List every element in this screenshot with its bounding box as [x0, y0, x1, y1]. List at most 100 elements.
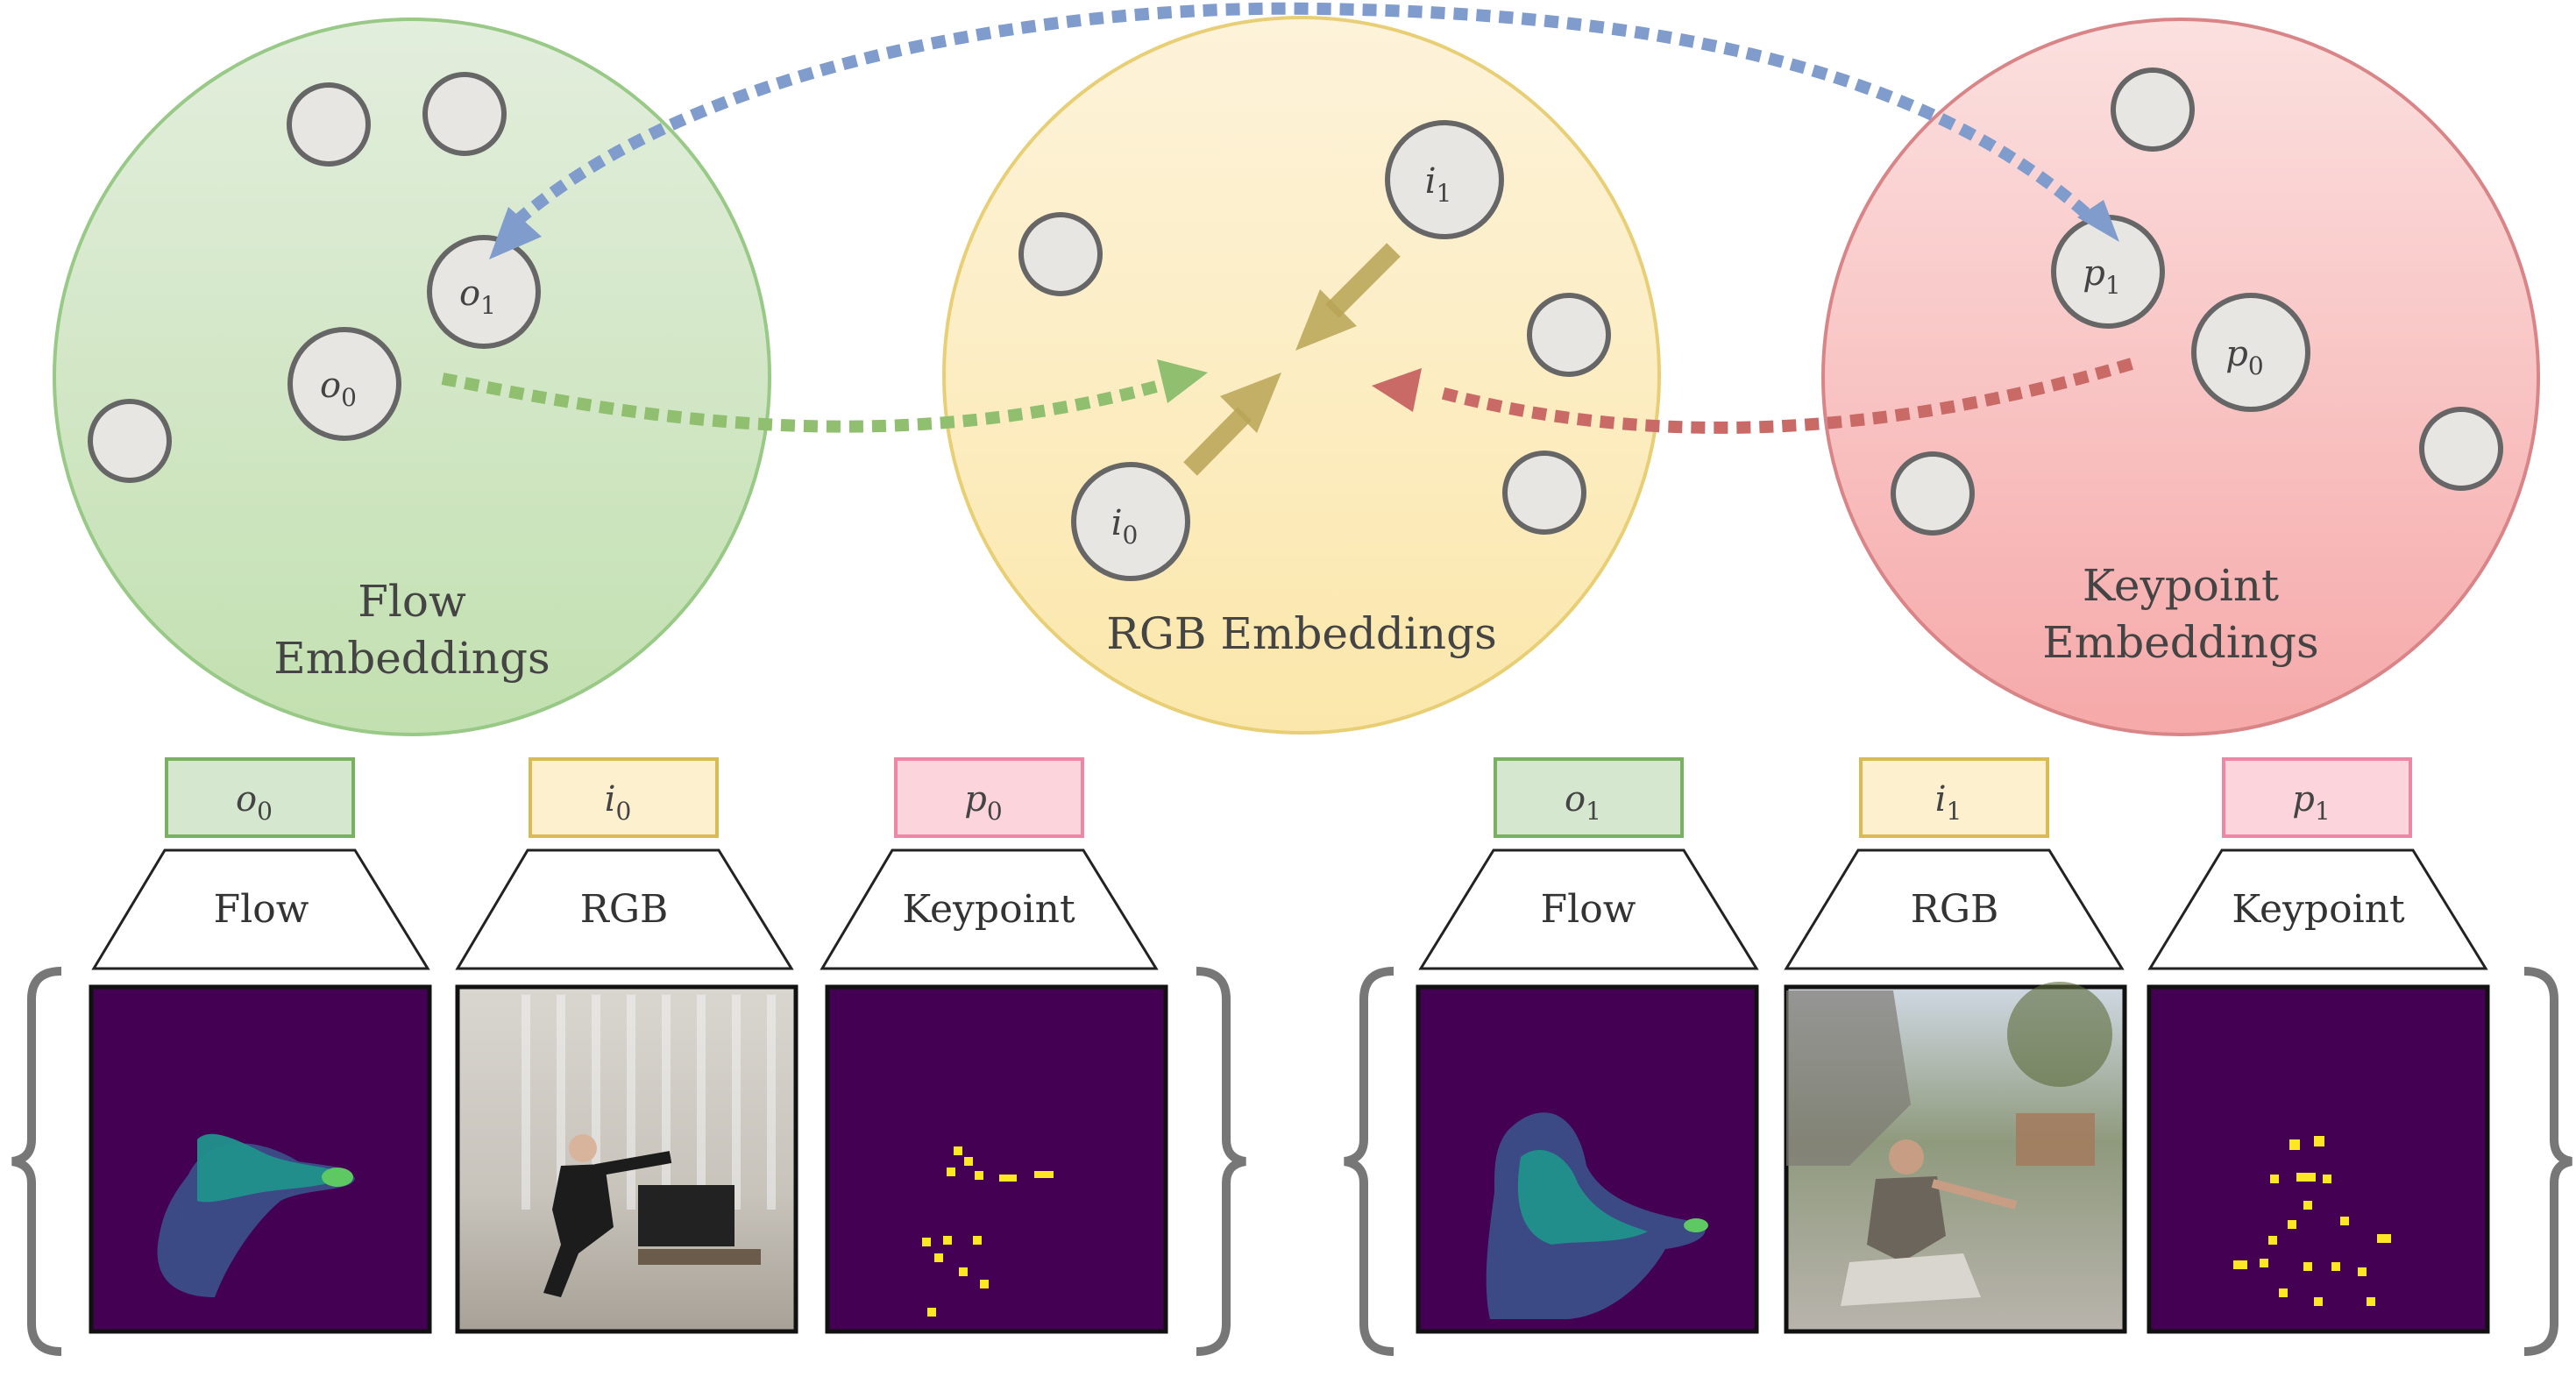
- box-o1-base: o: [1565, 779, 1586, 820]
- o1-arrowhead: [489, 207, 542, 259]
- o1-p1-link-arrow: [489, 2, 2119, 259]
- node-p0-sub: 0: [2248, 351, 2264, 380]
- rgb-attraction-arrows: [1183, 243, 1401, 476]
- flow-space-caption-line2: Embeddings: [273, 633, 550, 684]
- flow-image-0: [89, 984, 432, 1334]
- embedding-box-p0: [894, 757, 1084, 838]
- box-o0-sub: 0: [257, 797, 273, 826]
- svg-text:p1: p1: [2083, 253, 2120, 300]
- attraction-arrow-from-i0: [1183, 407, 1252, 476]
- rgb-other-embeddings: [1018, 212, 1611, 535]
- rgb-encoder-1: [1784, 848, 2125, 970]
- node-i1: i1: [1385, 120, 1504, 239]
- svg-text:p0: p0: [2225, 334, 2263, 380]
- box-i0-sub: 0: [615, 797, 631, 826]
- node-o1-base: o: [459, 273, 480, 314]
- keypoint-to-rgb-arrow: [1372, 358, 2134, 434]
- embedding-point: [2111, 67, 2195, 152]
- keypoint-embedding-space: [1821, 18, 2540, 736]
- node-o1-sub: 1: [480, 291, 496, 320]
- svg-text:o1: o1: [1565, 779, 1601, 826]
- flow-space-caption-line1: Flow: [358, 576, 466, 627]
- svg-text:i0: i0: [605, 779, 632, 826]
- embedding-point: [1527, 293, 1611, 377]
- box-i1-sub: 1: [1946, 797, 1962, 826]
- flow-encoder-1: [1418, 848, 1759, 970]
- attraction-arrowhead-i1: [1295, 289, 1357, 351]
- embedding-box-i0: [529, 757, 719, 838]
- keypoint-encoder-1-label: Keypoint: [2232, 887, 2405, 932]
- node-i1-sub: 1: [1436, 179, 1451, 208]
- node-o0: o0: [287, 327, 401, 441]
- box-p0-sub: 0: [987, 797, 1003, 826]
- embedding-point: [1018, 212, 1103, 296]
- embedding-box-p1: [2222, 757, 2412, 838]
- attraction-arrow-from-i1: [1325, 243, 1401, 318]
- node-i0-base: i: [1111, 503, 1123, 543]
- rgb-space-caption: RGB Embeddings: [1106, 608, 1497, 659]
- rgb-image-1: [1784, 982, 2127, 1334]
- svg-text:o1: o1: [459, 273, 496, 320]
- sample-group-1: o1 i1 p1 Flow RGB Keypoint: [1344, 757, 2573, 1356]
- rgb-encoder-1-label: RGB: [1911, 887, 1999, 932]
- box-i1-base: i: [1935, 779, 1947, 820]
- flow-other-embeddings: [88, 72, 507, 483]
- keypoint-other-embeddings: [1891, 67, 2503, 536]
- node-i0: i0: [1071, 462, 1190, 581]
- box-p0-base: p: [964, 779, 987, 820]
- node-o1: o1: [427, 235, 541, 349]
- rgb-encoder-0-label: RGB: [580, 887, 669, 932]
- svg-text:p0: p0: [964, 779, 1002, 826]
- embedding-point: [1502, 451, 1586, 535]
- flow-encoder-1-label: Flow: [1541, 887, 1636, 932]
- node-i0-sub: 0: [1122, 521, 1138, 550]
- left-bracket-1: [1344, 967, 1394, 1356]
- flow-to-rgb-arrow: [441, 359, 1208, 433]
- embedding-point: [2419, 407, 2503, 491]
- svg-text:o0: o0: [320, 366, 357, 412]
- node-i1-base: i: [1425, 161, 1437, 202]
- keypoint-to-rgb-arrowhead: [1372, 368, 1422, 412]
- keypoint-encoder-0-label: Keypoint: [902, 887, 1075, 932]
- rgb-encoder-0: [455, 848, 794, 970]
- embedding-point: [88, 399, 172, 483]
- keypoint-space-caption-line1: Keypoint: [2083, 560, 2279, 611]
- box-o0-base: o: [236, 779, 257, 820]
- attraction-arrowhead-i0: [1220, 373, 1281, 433]
- node-p1: p1: [2051, 215, 2165, 329]
- keypoint-encoder-0: [820, 848, 1159, 970]
- embedding-box-i1: [1859, 757, 2049, 838]
- keypoint-space-caption-line2: Embeddings: [2042, 617, 2318, 668]
- node-p1-base: p: [2083, 253, 2105, 294]
- flow-encoder-0: [91, 848, 430, 970]
- box-i0-base: i: [605, 779, 616, 820]
- node-o0-base: o: [320, 366, 341, 406]
- embedding-box-o1: [1494, 757, 1684, 838]
- svg-text:i0: i0: [1111, 503, 1139, 550]
- svg-text:p1: p1: [2292, 779, 2330, 826]
- flow-encoder-0-label: Flow: [214, 887, 309, 932]
- box-p1-sub: 1: [2315, 797, 2331, 826]
- node-o0-sub: 0: [341, 383, 357, 412]
- flow-embedding-space: [53, 18, 771, 736]
- left-bracket-0: [11, 967, 62, 1356]
- node-p0-base: p: [2225, 334, 2248, 374]
- svg-text:i1: i1: [1935, 779, 1962, 826]
- svg-text:i1: i1: [1425, 161, 1452, 208]
- node-p0: p0: [2191, 293, 2310, 412]
- flow-to-rgb-arrowhead: [1157, 359, 1208, 403]
- keypoint-encoder-1: [2147, 848, 2488, 970]
- sample-group-0: o0 i0 p0 Flow RGB Keypoint: [11, 757, 1246, 1356]
- right-bracket-1: [2523, 967, 2573, 1356]
- rgb-image-0: [455, 984, 798, 1334]
- embedding-point: [422, 72, 507, 156]
- box-p1-base: p: [2292, 779, 2315, 820]
- node-p1-sub: 1: [2105, 271, 2121, 300]
- keypoint-image-0: [825, 984, 1168, 1334]
- p1-arrowhead: [2077, 200, 2119, 242]
- box-o1-sub: 1: [1586, 797, 1601, 826]
- keypoint-image-1: [2147, 984, 2490, 1334]
- embedding-box-o0: [165, 757, 355, 838]
